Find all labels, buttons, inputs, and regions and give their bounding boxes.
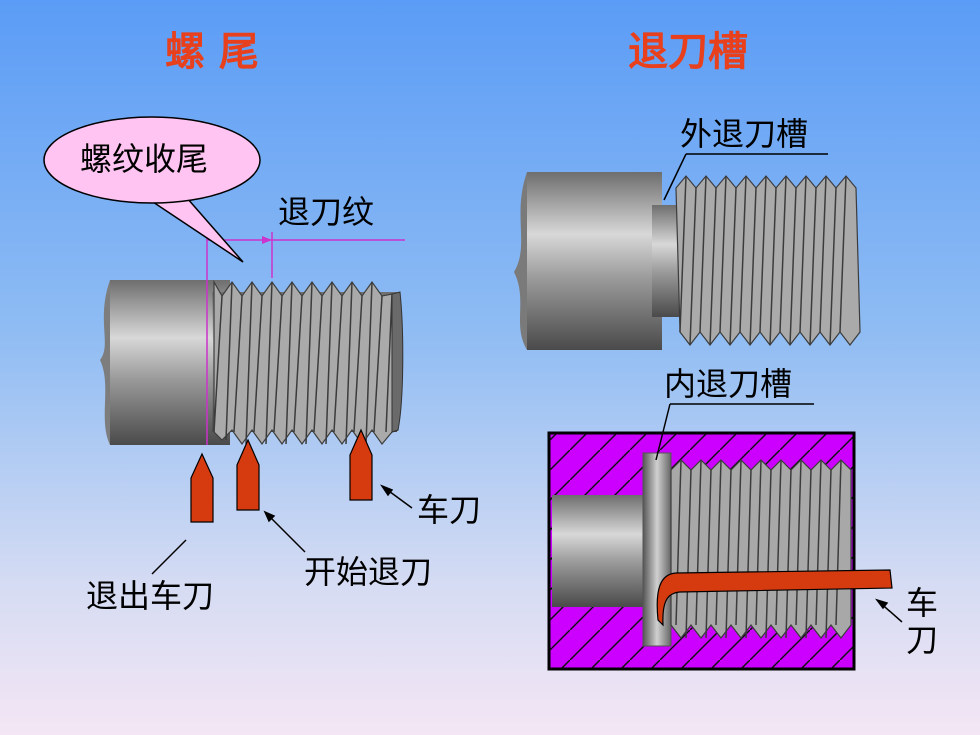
runout-dimension [206, 232, 405, 445]
callout-label: 螺纹收尾 [80, 140, 209, 178]
tool-start-retract-icon [236, 438, 260, 511]
left-title: 螺 尾 [165, 29, 259, 75]
cutting-tools-left [190, 428, 373, 523]
tool-exit-icon [190, 452, 214, 523]
internal-groove-section [547, 431, 856, 671]
callout-bubble [43, 116, 261, 263]
internal-tool-icon [656, 569, 893, 627]
runout-thread-label: 退刀纹 [278, 193, 375, 231]
leader-outer-groove [663, 153, 828, 201]
leader-inner-groove [655, 403, 903, 623]
leader-lines-left [151, 484, 413, 575]
right-title: 退刀槽 [628, 29, 748, 75]
tool-vertical-label: 车 刀 [906, 584, 939, 659]
start-retract-label: 开始退刀 [304, 553, 433, 591]
tool-exit-label: 退出车刀 [86, 577, 215, 615]
external-groove-part [514, 172, 861, 350]
left-threaded-part [100, 279, 404, 446]
tool-label: 车刀 [417, 491, 482, 529]
tool-cutting-icon [349, 428, 373, 501]
outer-groove-label: 外退刀槽 [680, 115, 809, 153]
inner-groove-label: 内退刀槽 [664, 365, 793, 403]
thread-teeth [213, 279, 399, 446]
